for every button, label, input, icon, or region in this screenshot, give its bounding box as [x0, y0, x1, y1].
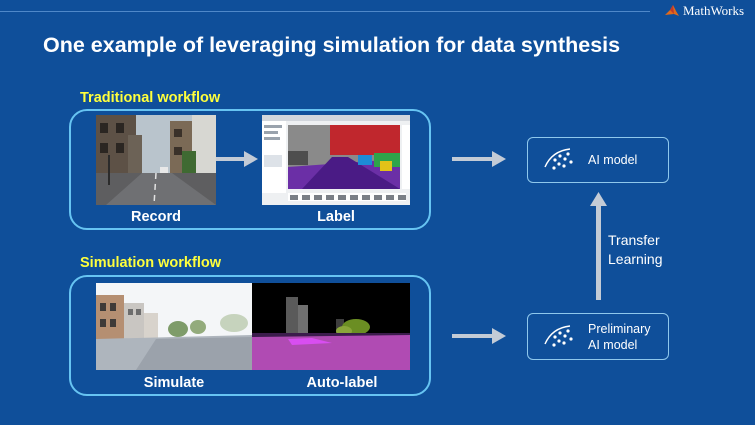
- preliminary-line1: Preliminary: [588, 321, 651, 336]
- simulation-workflow-label: Simulation workflow: [80, 255, 221, 271]
- membrane-icon: [665, 5, 679, 16]
- recorded-street-image: [96, 115, 216, 205]
- transfer-learning-label: Transfer Learning: [608, 231, 663, 269]
- simulation-workflow-box: [69, 275, 431, 396]
- preliminary-ai-model-label: Preliminary AI model: [588, 321, 651, 353]
- mathworks-logo: MathWorks: [664, 3, 744, 19]
- label-tool-screenshot: [262, 115, 410, 205]
- arrow-record-to-label: [216, 151, 258, 167]
- transfer-line2: Learning: [608, 251, 663, 267]
- ai-model-label: AI model: [588, 153, 638, 167]
- arrow-to-preliminary-model: [452, 328, 506, 344]
- neural-scatter-icon: [544, 148, 573, 170]
- arrow-transfer-up: [590, 192, 607, 300]
- header-divider: [0, 11, 650, 12]
- traditional-workflow-box: [69, 109, 431, 230]
- brand-name: MathWorks: [683, 3, 745, 18]
- page-title: One example of leveraging simulation for…: [43, 33, 621, 57]
- ai-model-box: AI model: [527, 137, 669, 183]
- transfer-line1: Transfer: [608, 232, 660, 248]
- arrow-to-ai-model: [452, 151, 506, 167]
- simulated-scene-image: [96, 283, 252, 370]
- traditional-workflow-label: Traditional workflow: [80, 90, 221, 106]
- autolabel-scene-image: [252, 283, 410, 370]
- label-caption: Label: [317, 209, 355, 225]
- preliminary-ai-model-box: Preliminary AI model: [527, 313, 669, 360]
- autolabel-caption: Auto-label: [306, 375, 378, 391]
- record-caption: Record: [131, 209, 181, 225]
- preliminary-line2: AI model: [588, 337, 638, 352]
- neural-scatter-icon: [544, 324, 573, 347]
- simulate-caption: Simulate: [143, 375, 205, 391]
